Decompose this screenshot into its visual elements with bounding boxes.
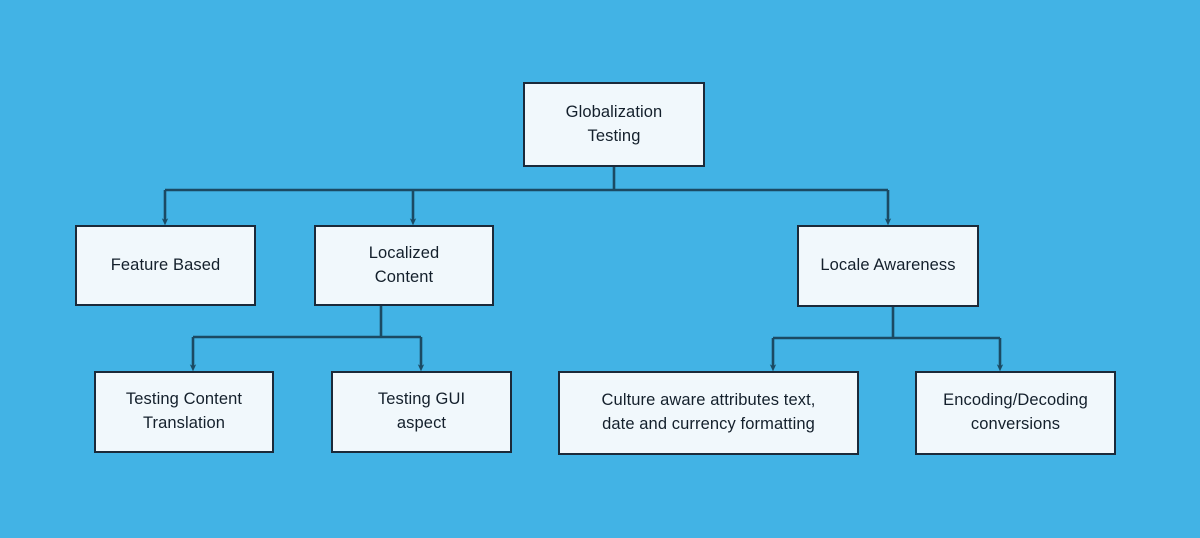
node-label: Locale Awareness [820,256,956,275]
node-localized-content[interactable]: Localized Content [314,225,494,306]
node-locale-awareness[interactable]: Locale Awareness [797,225,979,307]
node-label: Feature Based [110,255,221,274]
node-culture-aware-attributes[interactable]: Culture aware attributes text, date and … [558,371,859,455]
node-testing-gui-aspect[interactable]: Testing GUI aspect [331,371,512,453]
node-label: Encoding/Decoding conversions [943,391,1088,433]
node-testing-content-translation[interactable]: Testing Content Translation [94,371,274,453]
node-label: Testing Content Translation [125,390,243,432]
node-feature-based[interactable]: Feature Based [75,225,256,306]
node-label: Localized Content [368,243,440,286]
node-label: Culture aware attributes text, date and … [601,391,816,433]
node-label: Globalization Testing [565,102,663,145]
node-label: Testing GUI aspect [377,390,466,432]
node-globalization-testing[interactable]: Globalization Testing [523,82,705,167]
node-encoding-decoding-conversions[interactable]: Encoding/Decoding conversions [915,371,1116,455]
